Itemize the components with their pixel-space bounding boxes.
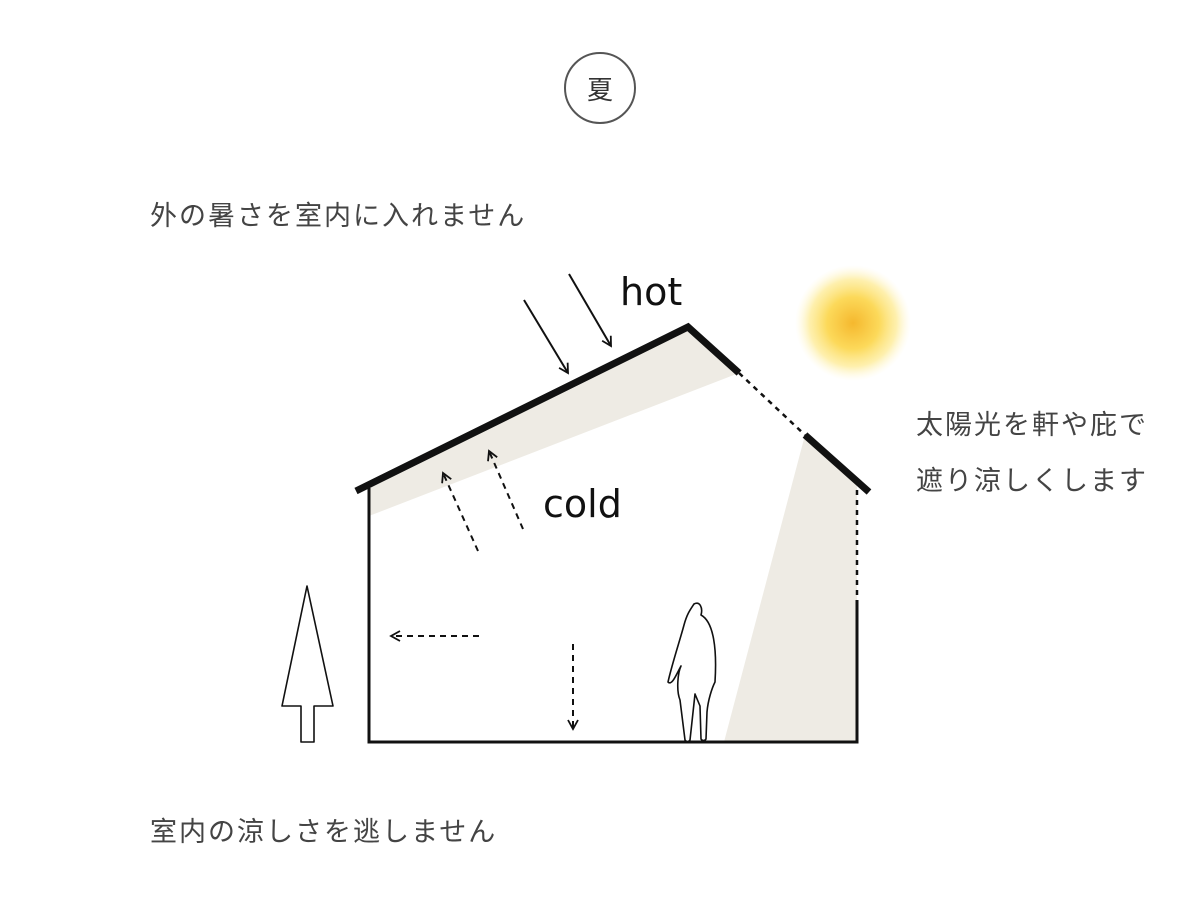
roof-window [738, 372, 806, 436]
cold-label: cold [543, 482, 622, 526]
caption-keep-cool-in: 室内の涼しさを逃しません [150, 817, 498, 848]
season-label: 夏 [586, 75, 613, 106]
eave-shadow-area [724, 435, 857, 742]
caption-eave-line-2: 遮り涼しくします [916, 466, 1148, 497]
roof [354, 322, 742, 495]
house-walls [367, 488, 859, 744]
caption-eave-shading: 太陽光を軒や庇で 遮り涼しくします [916, 398, 1148, 510]
roof-insulation-shade [369, 327, 739, 516]
hot-label: hot [620, 270, 683, 314]
sun-icon [795, 265, 911, 381]
caption-keep-heat-out: 外の暑さを室内に入れません [150, 201, 527, 232]
heat-arrow [568, 273, 612, 348]
person-icon [667, 602, 717, 743]
heat-arrow [523, 299, 569, 375]
eave [802, 432, 872, 495]
cool-air-arrow [487, 449, 524, 530]
tree-icon [281, 585, 334, 743]
caption-eave-line-1: 太陽光を軒や庇で [916, 410, 1148, 441]
cool-air-arrow [441, 471, 479, 552]
season-badge: 夏 [564, 52, 636, 124]
